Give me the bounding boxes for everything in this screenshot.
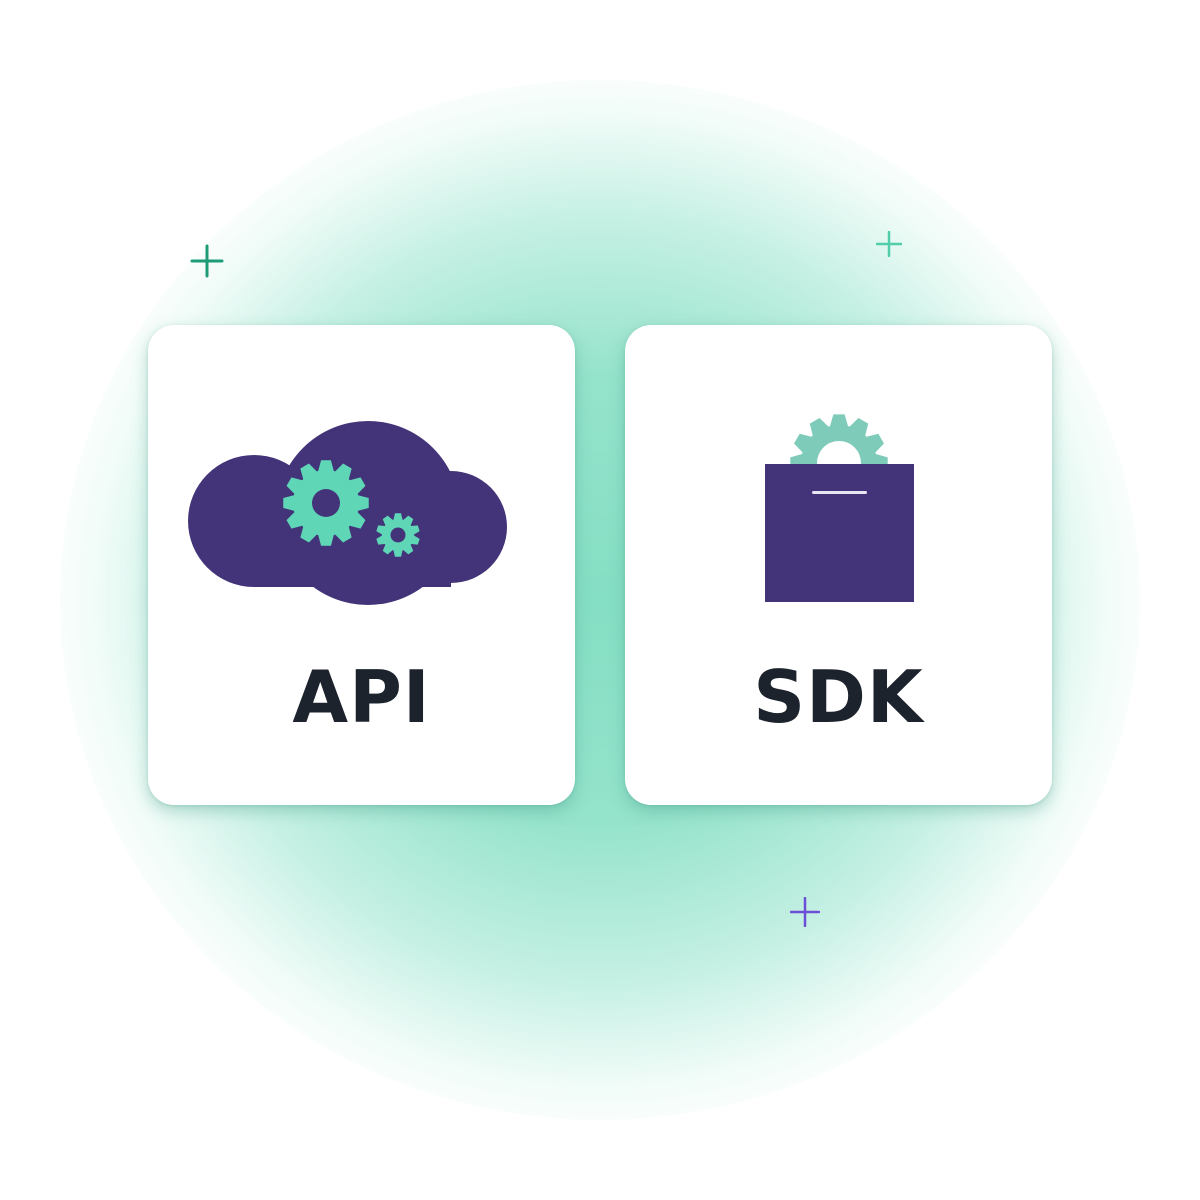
small-gear-icon-hole [390, 527, 406, 543]
plus-sparkle-icon [190, 244, 224, 278]
gear-package-icon [765, 414, 914, 602]
sdk-card: SDK [625, 325, 1052, 805]
cloud-gears-icon [188, 421, 507, 605]
api-label: API [292, 655, 431, 739]
sdk-label: SDK [753, 655, 924, 739]
plus-sparkle-icon [876, 231, 902, 257]
plus-sparkle-icon [790, 897, 820, 927]
large-gear-icon-hole [312, 489, 340, 517]
api-card: API [148, 325, 575, 805]
